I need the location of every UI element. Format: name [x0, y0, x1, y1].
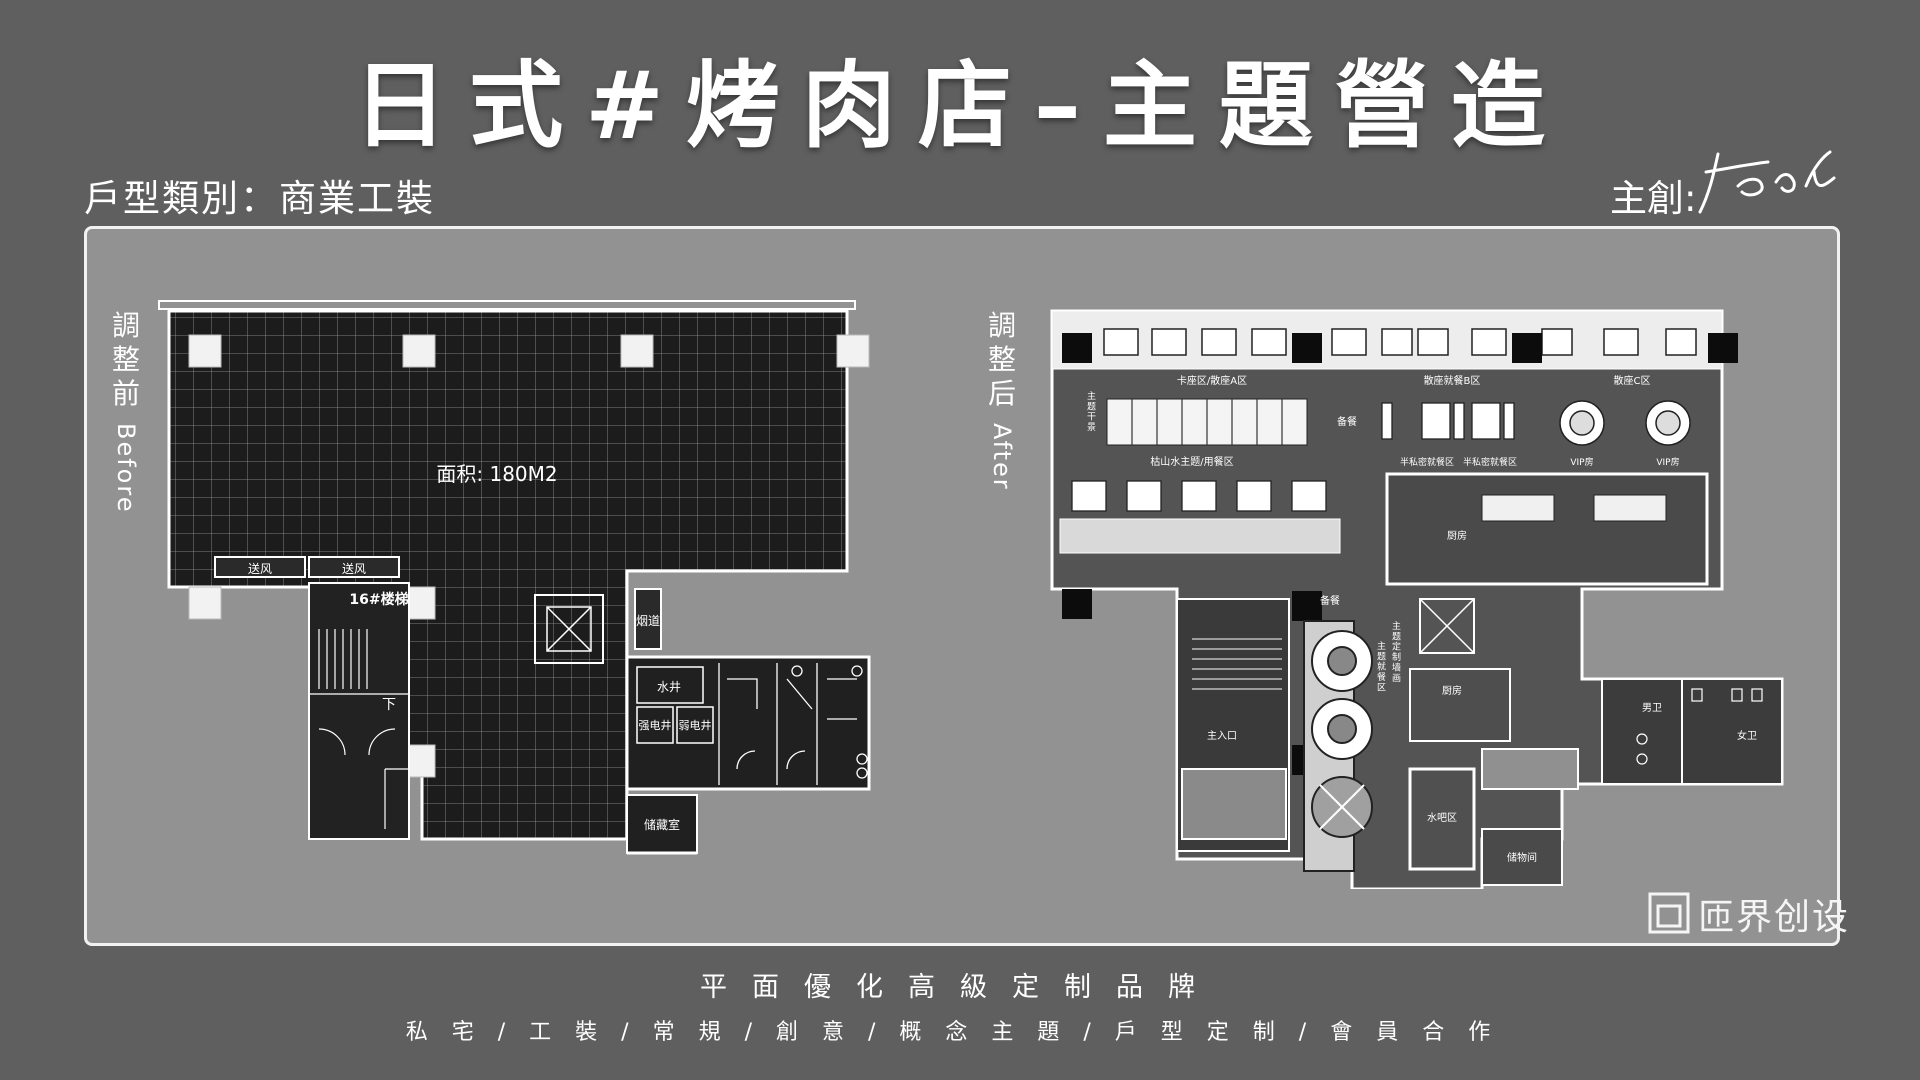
before-column [836, 334, 870, 368]
after-dining-b: 散座就餐B区 [1424, 374, 1481, 387]
after-karesansui: 枯山水主题/用餐区 [1150, 455, 1233, 468]
after-water-bar-label: 水吧区 [1427, 812, 1457, 824]
after-kitchen-1-label: 厨房 [1447, 529, 1467, 542]
floor-plan-panel: 調 整 前 Before 調 整 后 After 面积: 180M2 送风 送风 [84, 226, 1840, 946]
before-air-left: 送风 [248, 561, 272, 576]
after-semi-private-1: 半私密就餐区 [1400, 456, 1454, 468]
before-column [188, 334, 222, 368]
before-label-en: Before [112, 423, 140, 514]
after-booth-a: 卡座区/散座A区 [1177, 374, 1247, 387]
after-label-en: After [988, 423, 1016, 491]
before-stair-block [308, 582, 410, 840]
after-male-wc: 男卫 [1642, 702, 1662, 714]
after-vip-rooms [1559, 400, 1691, 446]
before-strong-well: 强电井 [639, 718, 672, 732]
before-floor-area [167, 309, 849, 841]
before-elevator [534, 594, 604, 664]
before-floor-plan: 面积: 180M2 送风 送风 16#楼梯 下 烟道 水井 强电井 弱电井 [158, 300, 871, 855]
house-type-label: 戶型類別：商業工裝 [84, 177, 435, 220]
after-theme-booths [1303, 620, 1373, 872]
before-storage-label: 储藏室 [644, 817, 680, 832]
after-label-cjk: 調 整 后 [987, 309, 1016, 410]
page-title: 日式#烤肉店–主題營造 [353, 52, 1567, 161]
designer-label: 主創: [1610, 177, 1697, 220]
before-label-cjk: 調 整 前 [111, 309, 140, 410]
after-vip-2: VIP房 [1656, 456, 1679, 468]
after-floor-plan: 卡座区/散座A区 散座就餐B区 散座C区 主题干景 备餐 枯山水主题/用餐区 半… [1050, 309, 1784, 889]
after-marble-1 [1181, 768, 1287, 840]
after-theme-wall: 主题定制墙画 [1392, 620, 1401, 684]
after-kitchen-2-label: 厨房 [1442, 684, 1462, 697]
after-prep: 备餐 [1337, 415, 1357, 428]
before-air-right: 送风 [342, 561, 366, 576]
after-kitchen-1 [1385, 472, 1709, 586]
before-service-zone [625, 655, 871, 791]
designer-signature [1698, 150, 1836, 214]
after-storage-label: 储物间 [1507, 851, 1537, 864]
after-prep-2: 备餐 [1320, 594, 1340, 607]
after-semi-private-2: 半私密就餐区 [1463, 456, 1517, 468]
after-entrance: 主入口 [1207, 730, 1237, 742]
brand-logo-text: 匝界创设 [1698, 897, 1851, 938]
after-water-bar [1408, 767, 1476, 871]
before-column [188, 586, 222, 620]
after-female-wc: 女卫 [1737, 729, 1757, 742]
footer-services: 私宅/工裝/常規/創意/概念主題/戶型定制/會員合作 [405, 1020, 1515, 1045]
before-area-label: 面积: 180M2 [436, 462, 557, 486]
after-storage [1481, 828, 1563, 886]
after-theme-dining: 主题就餐区 [1377, 640, 1386, 693]
after-marble-2 [1481, 748, 1579, 790]
brand-logo-icon [1648, 892, 1690, 934]
before-water-well: 水井 [657, 680, 681, 694]
before-down-label: 下 [382, 697, 396, 713]
before-column [402, 334, 436, 368]
after-kitchen-2 [1409, 668, 1511, 742]
before-stair-label: 16#楼梯 [349, 591, 408, 608]
before-label: 調 整 前 Before [109, 309, 143, 513]
after-rock-strip [1059, 518, 1341, 554]
after-vip-1: VIP房 [1570, 456, 1593, 468]
footer-tagline: 平面優化高級定制品牌 [700, 972, 1220, 1003]
after-elevator [1419, 598, 1475, 654]
before-column [620, 334, 654, 368]
after-dining-c: 散座C区 [1614, 374, 1651, 387]
before-flue [634, 588, 662, 650]
after-theme-dry: 主题干景 [1087, 390, 1096, 433]
after-label: 調 整 后 After [985, 309, 1019, 491]
before-wall-top [158, 300, 856, 310]
before-flue-label: 烟道 [636, 614, 660, 628]
before-weak-well: 弱电井 [679, 718, 712, 732]
before-storage [626, 794, 698, 854]
